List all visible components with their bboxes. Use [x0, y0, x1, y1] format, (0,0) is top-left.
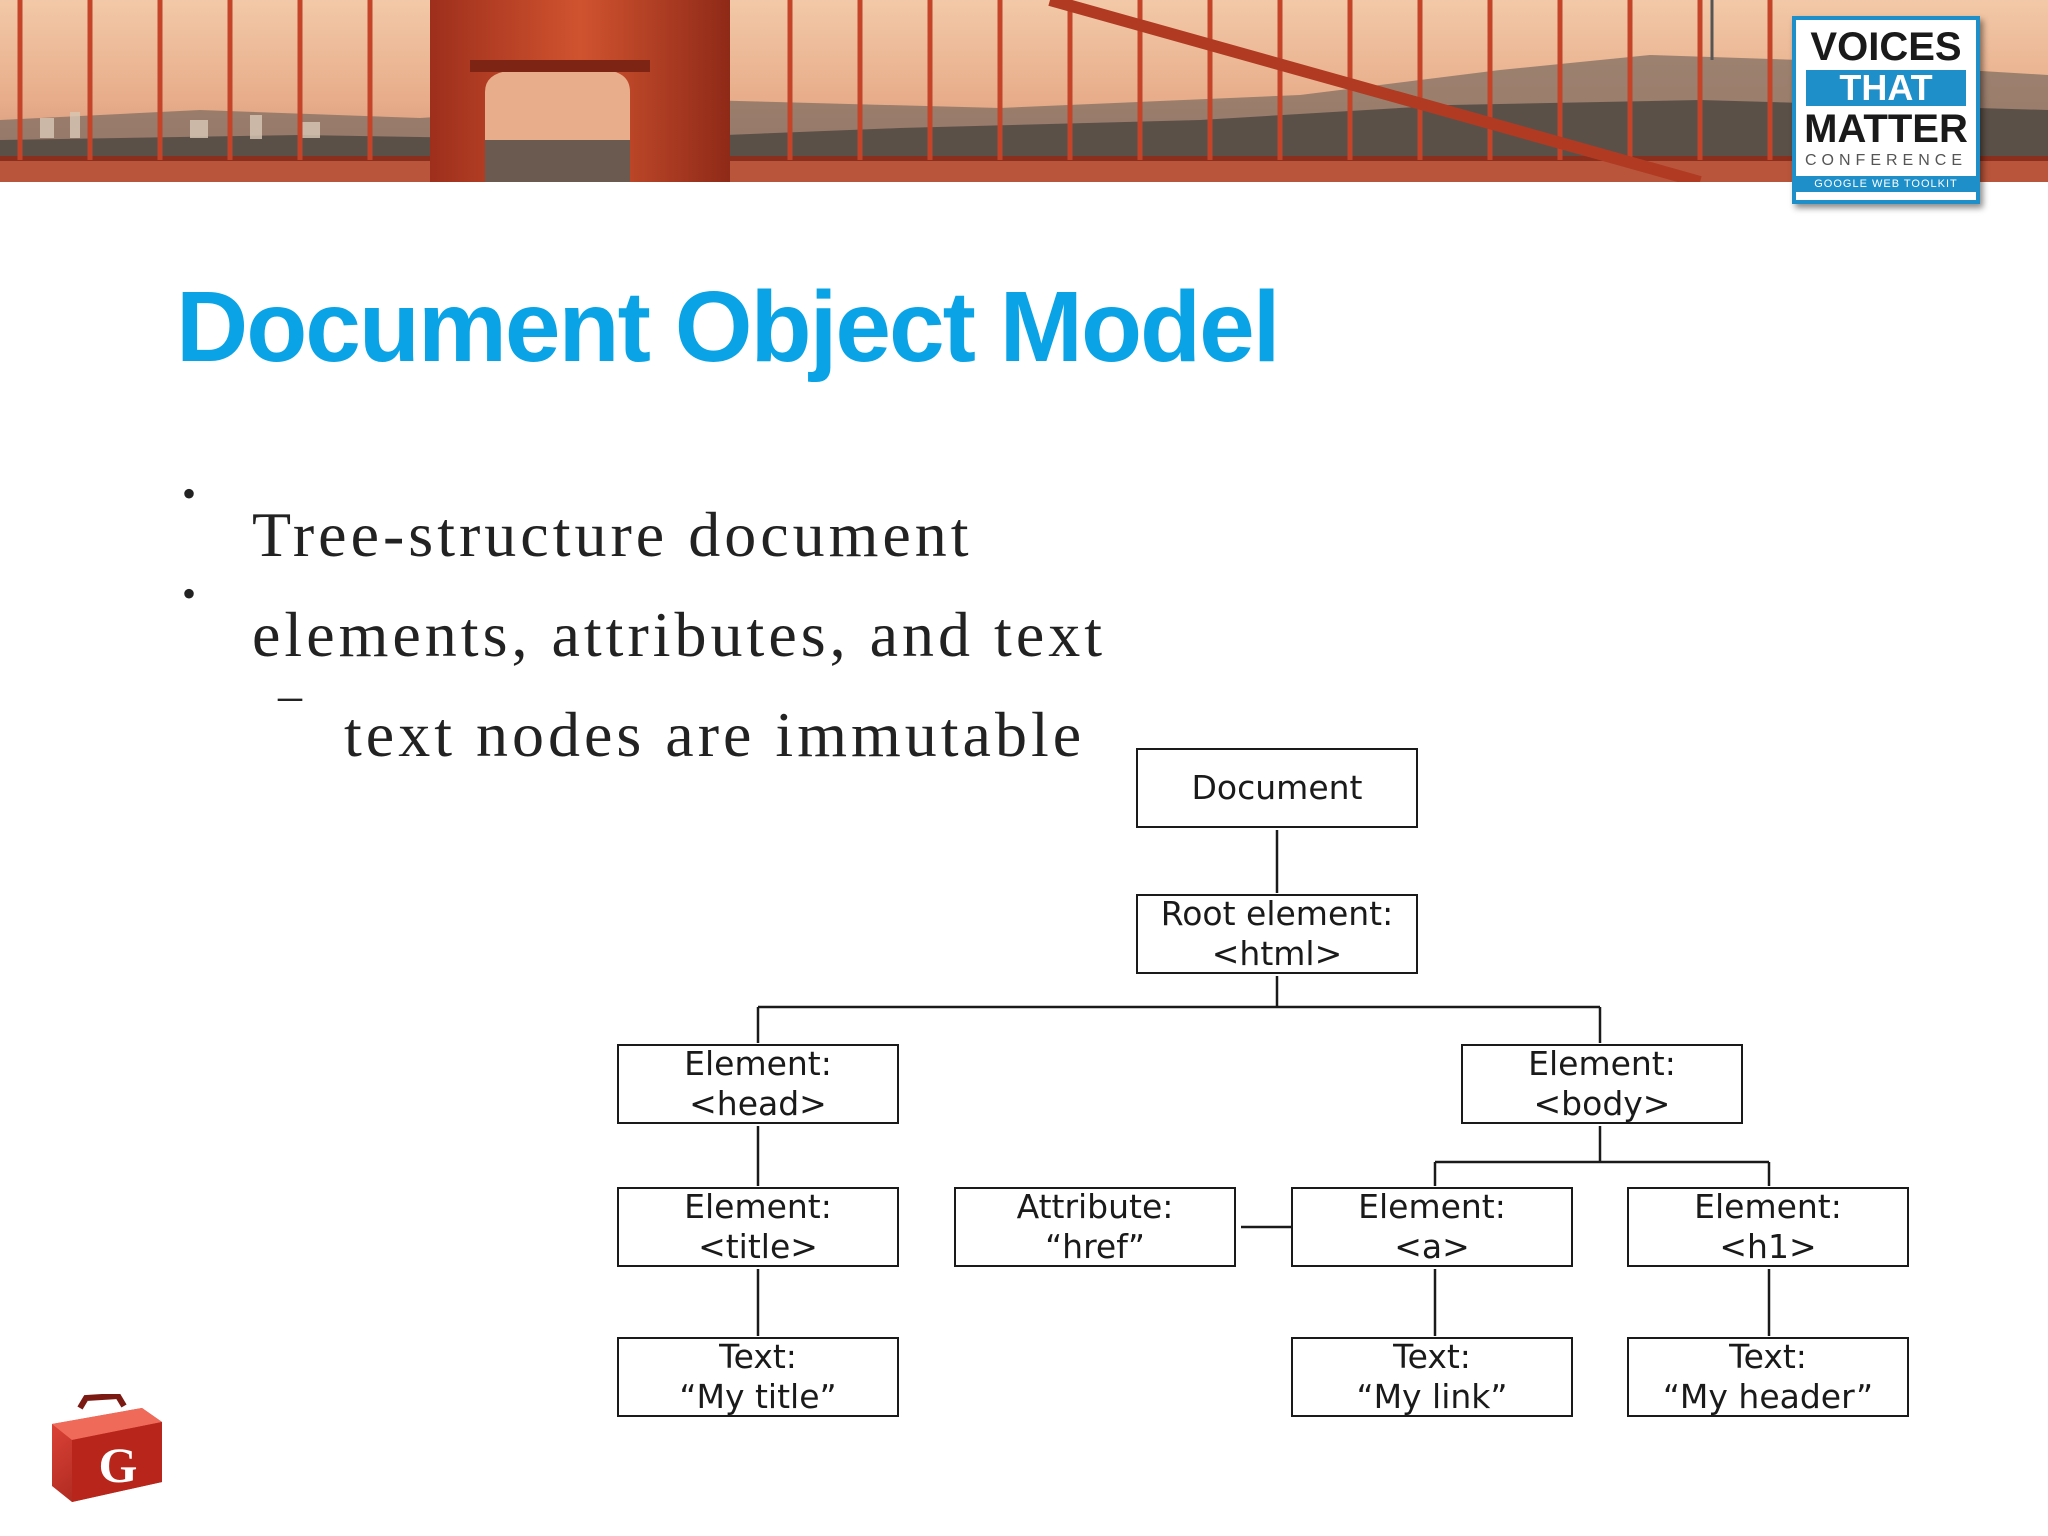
logo-line-voices: VOICES — [1810, 25, 1962, 69]
node-document: Document — [1136, 748, 1418, 828]
bullet-1: Tree-structure document — [252, 499, 973, 570]
voices-that-matter-logo: VOICES THAT MATTER CONFERENCE GOOGLE WEB… — [1792, 16, 1980, 204]
bridge-photo — [0, 0, 2048, 182]
node-a-line1: Element: — [1358, 1187, 1506, 1226]
logo-line-gwt: GOOGLE WEB TOOLKIT — [1796, 176, 1976, 192]
node-text-header-line1: Text: — [1729, 1337, 1807, 1376]
node-text-my-link: Text: “My link” — [1291, 1337, 1573, 1417]
node-title-line1: Element: — [684, 1187, 832, 1226]
logo-line-conference: CONFERENCE — [1804, 152, 1967, 169]
node-h1-line2: <h1> — [1719, 1227, 1817, 1266]
node-a-element: Element: <a> — [1291, 1187, 1573, 1267]
node-h1-line1: Element: — [1694, 1187, 1842, 1226]
bullet-dot: • — [182, 571, 197, 616]
node-text-my-title: Text: “My title” — [617, 1337, 899, 1417]
node-root-line2: <html> — [1211, 934, 1343, 973]
node-text-title-line2: “My title” — [679, 1377, 837, 1416]
gwt-logo-letter: G — [99, 1437, 138, 1493]
node-body-line2: <body> — [1533, 1084, 1671, 1123]
header-banner-photo — [0, 0, 2048, 182]
node-text-header-line2: “My header” — [1662, 1377, 1874, 1416]
node-text-title-line1: Text: — [719, 1337, 797, 1376]
node-title-line2: <title> — [698, 1227, 818, 1266]
node-text-my-header: Text: “My header” — [1627, 1337, 1909, 1417]
slide-title: Document Object Model — [176, 271, 1281, 383]
node-head-element: Element: <head> — [617, 1044, 899, 1124]
node-document-label: Document — [1191, 768, 1363, 807]
gwt-toolbox-icon: G — [52, 1394, 162, 1502]
bullet-dot: • — [182, 471, 197, 516]
node-root-line1: Root element: — [1160, 894, 1394, 933]
node-head-line1: Element: — [684, 1044, 832, 1083]
node-a-line2: <a> — [1394, 1227, 1470, 1266]
node-body-element: Element: <body> — [1461, 1044, 1743, 1124]
node-root-element: Root element: <html> — [1136, 894, 1418, 974]
sub-bullet-dash: – — [278, 669, 302, 722]
node-href-attribute: Attribute: “href” — [954, 1187, 1236, 1267]
bullet-2: elements, attributes, and text — [252, 599, 1106, 670]
node-head-line2: <head> — [689, 1084, 827, 1123]
node-title-element: Element: <title> — [617, 1187, 899, 1267]
node-attr-line2: “href” — [1045, 1227, 1145, 1266]
node-attr-line1: Attribute: — [1016, 1187, 1174, 1226]
sub-bullet-1: text nodes are immutable — [344, 699, 1086, 770]
node-h1-element: Element: <h1> — [1627, 1187, 1909, 1267]
logo-line-that: THAT — [1806, 70, 1966, 106]
logo-line-matter: MATTER — [1804, 107, 1968, 151]
node-body-line1: Element: — [1528, 1044, 1676, 1083]
node-text-link-line2: “My link” — [1356, 1377, 1508, 1416]
node-text-link-line1: Text: — [1393, 1337, 1471, 1376]
